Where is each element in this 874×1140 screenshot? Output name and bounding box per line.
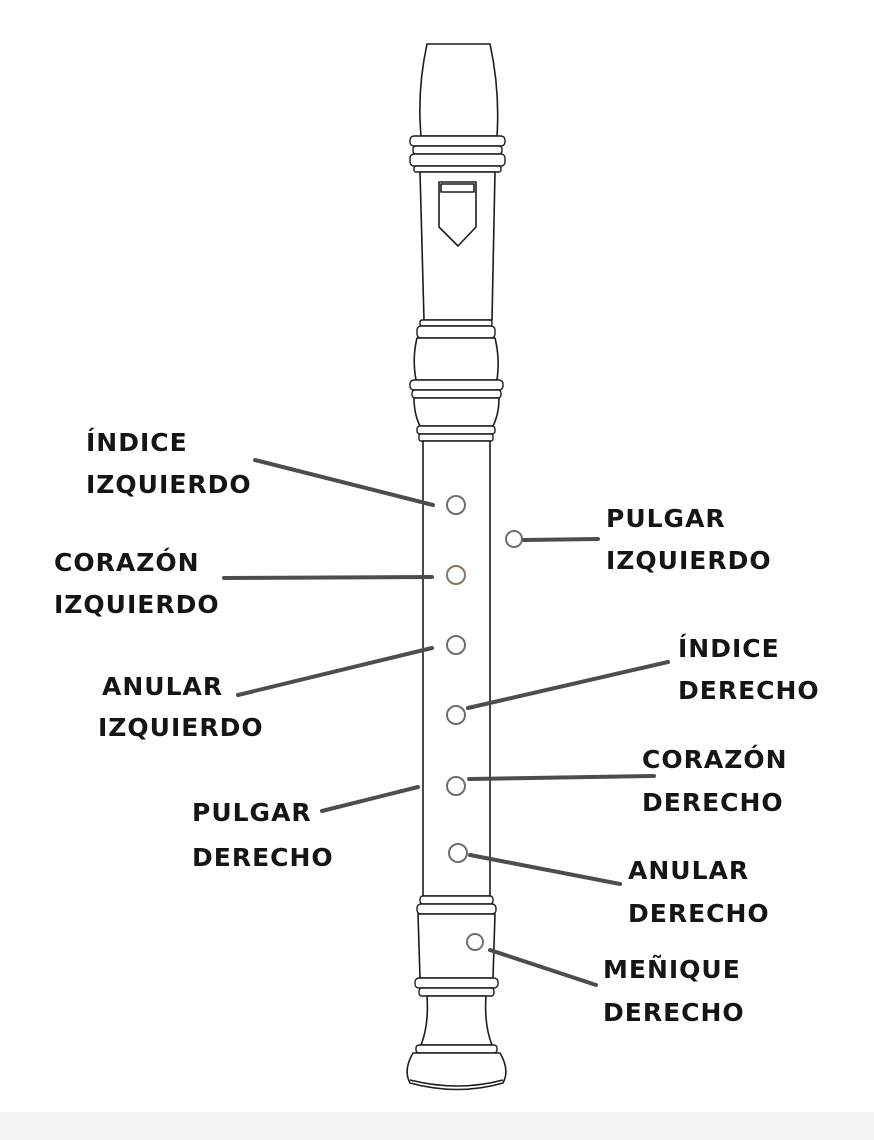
label-menique-derecho: MEÑIQUE DERECHO <box>603 955 745 1027</box>
mid-ring-1 <box>419 319 493 327</box>
svg-text:ANULAR: ANULAR <box>628 856 749 885</box>
recorder-bell <box>420 995 493 1046</box>
hole-indice-izquierdo <box>446 495 466 515</box>
svg-text:ÍNDICE: ÍNDICE <box>678 634 780 663</box>
recorder-mouthpiece <box>419 43 499 137</box>
leader-pulgar-derecho <box>320 785 420 813</box>
hole-corazon-izquierdo <box>446 565 466 585</box>
svg-text:CORAZÓN: CORAZÓN <box>642 744 788 774</box>
recorder-illustration: ÍNDICE IZQUIERDO CORAZÓN IZQUIERDO ANULA… <box>54 43 820 1091</box>
mid-ring-5 <box>416 425 496 435</box>
recorder-body <box>422 440 491 897</box>
svg-text:ÍNDICE: ÍNDICE <box>86 428 188 457</box>
svg-text:DERECHO: DERECHO <box>628 899 770 928</box>
leader-corazon-derecho <box>467 774 656 781</box>
leader-indice-izquierdo <box>253 458 435 507</box>
recorder-bell-rim <box>409 1079 504 1087</box>
head-ring-2 <box>412 145 503 155</box>
label-indice-derecho: ÍNDICE DERECHO <box>678 634 820 705</box>
svg-text:IZQUIERDO: IZQUIERDO <box>98 713 264 742</box>
mid-ring-3 <box>409 379 504 391</box>
leader-indice-derecho <box>466 660 670 710</box>
leader-pulgar-izquierdo <box>522 537 600 542</box>
recorder-window <box>438 181 477 247</box>
foot-ring-4 <box>418 987 495 997</box>
label-pulgar-izquierdo: PULGAR IZQUIERDO <box>606 504 772 575</box>
svg-text:IZQUIERDO: IZQUIERDO <box>606 546 772 575</box>
hole-indice-derecho <box>446 705 466 725</box>
hole-anular-izquierdo <box>446 635 466 655</box>
mid-ring-4 <box>411 389 502 399</box>
svg-text:DERECHO: DERECHO <box>678 676 820 705</box>
hole-anular-derecho <box>448 843 468 863</box>
finger-holes <box>446 495 523 951</box>
label-corazon-derecho: CORAZÓN DERECHO <box>642 744 788 817</box>
leader-anular-derecho <box>468 853 622 886</box>
mid-ring-2 <box>416 325 496 339</box>
svg-text:PULGAR: PULGAR <box>192 798 312 827</box>
head-ring-4 <box>413 165 502 173</box>
label-corazon-izquierdo: CORAZÓN IZQUIERDO <box>54 547 220 619</box>
recorder-flute <box>406 43 507 1091</box>
svg-text:PULGAR: PULGAR <box>606 504 726 533</box>
bell-ring-1 <box>415 1044 498 1054</box>
svg-text:DERECHO: DERECHO <box>603 998 745 1027</box>
svg-text:IZQUIERDO: IZQUIERDO <box>54 590 220 619</box>
foot-ring-2 <box>416 903 497 915</box>
label-pulgar-derecho: PULGAR DERECHO <box>192 798 334 872</box>
svg-text:IZQUIERDO: IZQUIERDO <box>86 470 252 499</box>
leader-corazon-izquierdo <box>222 575 434 580</box>
leader-lines <box>222 458 670 987</box>
bottom-band <box>0 1112 874 1140</box>
foot-ring-1 <box>419 895 494 905</box>
hole-corazon-derecho <box>446 776 466 796</box>
head-ring-3 <box>409 153 506 167</box>
recorder-foot-joint <box>417 913 496 979</box>
label-indice-izquierdo: ÍNDICE IZQUIERDO <box>86 428 252 499</box>
finger-labels: ÍNDICE IZQUIERDO CORAZÓN IZQUIERDO ANULA… <box>54 428 820 1027</box>
recorder-bell-base <box>406 1052 507 1091</box>
recorder-middle-socket <box>413 337 499 381</box>
label-anular-izquierdo: ANULAR IZQUIERDO <box>98 672 264 742</box>
leader-menique-derecho <box>488 948 598 987</box>
head-ring-1 <box>409 135 506 147</box>
svg-text:MEÑIQUE: MEÑIQUE <box>603 955 741 984</box>
recorder-middle-lower <box>413 397 500 427</box>
foot-ring-3 <box>414 977 499 989</box>
svg-text:DERECHO: DERECHO <box>642 788 784 817</box>
label-anular-derecho: ANULAR DERECHO <box>628 856 770 928</box>
svg-text:DERECHO: DERECHO <box>192 843 334 872</box>
hole-menique-derecho <box>466 933 484 951</box>
recorder-window-top <box>440 183 475 193</box>
mid-ring-6 <box>418 433 494 442</box>
svg-text:ANULAR: ANULAR <box>102 672 223 701</box>
svg-text:CORAZÓN: CORAZÓN <box>54 547 200 577</box>
leader-anular-izquierdo <box>236 646 434 697</box>
hole-pulgar-izquierdo <box>505 530 523 548</box>
